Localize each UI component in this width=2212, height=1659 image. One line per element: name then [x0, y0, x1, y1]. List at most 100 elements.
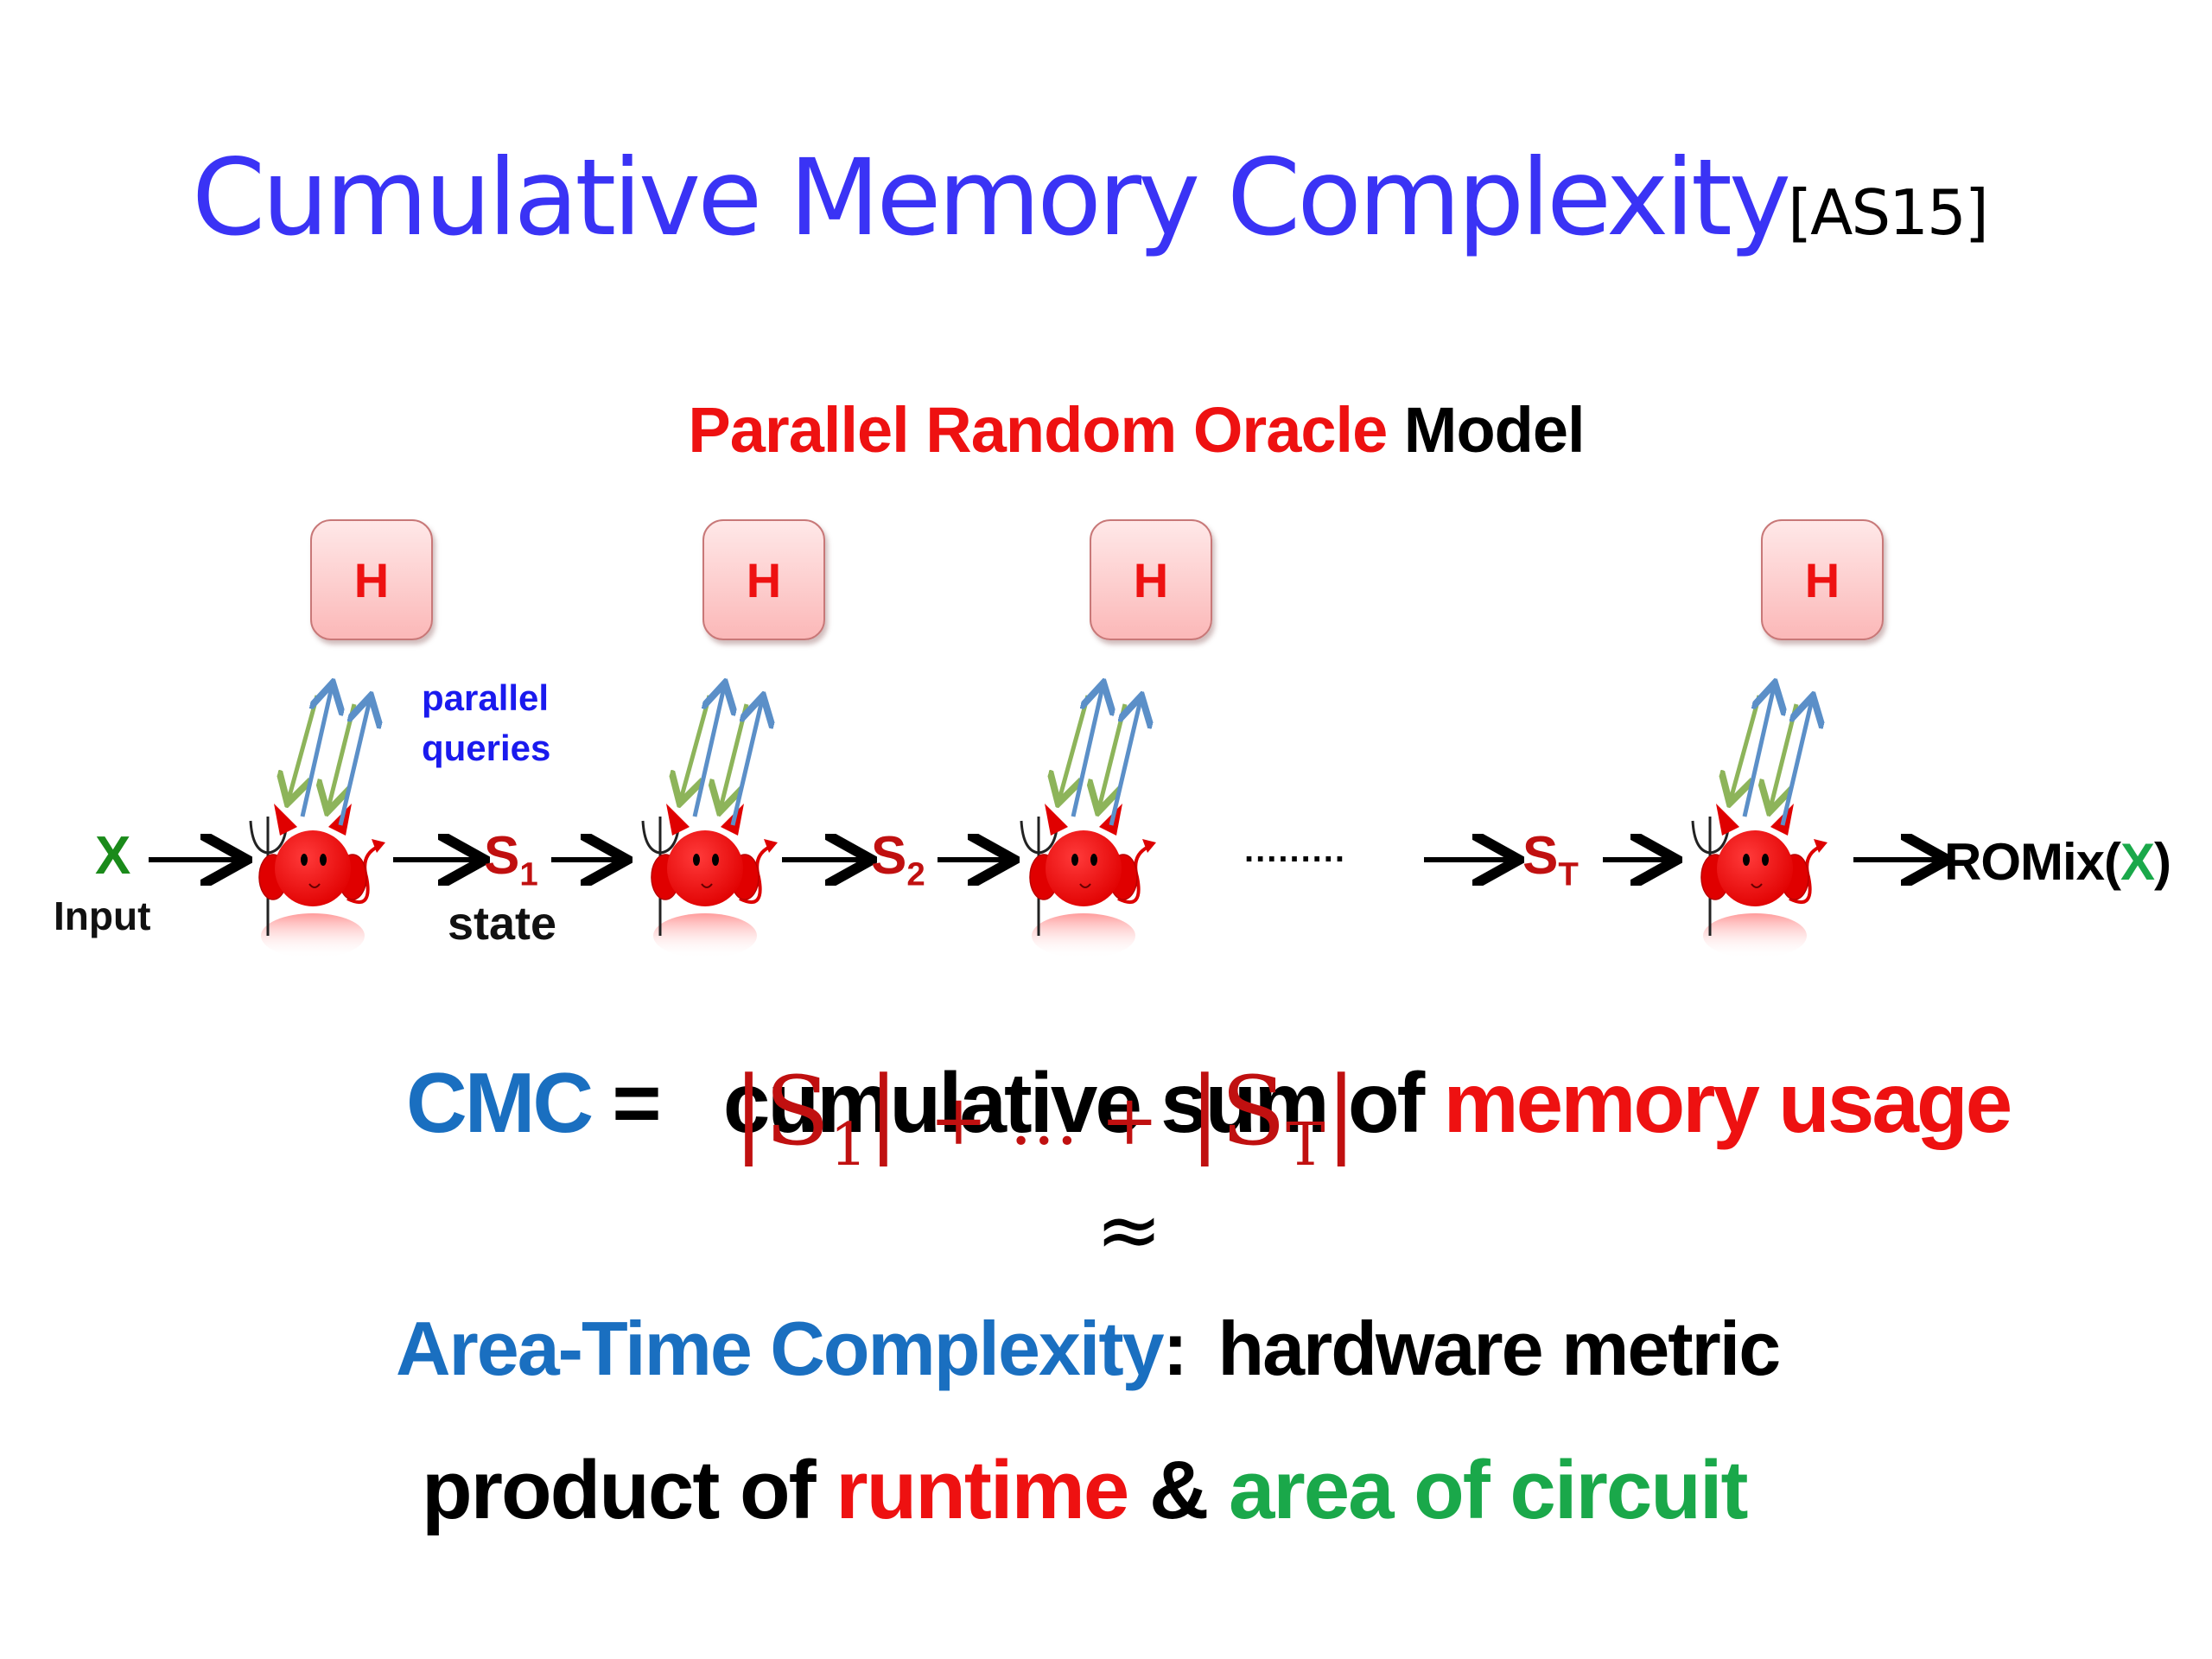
answer-arrow-down-icon: [1059, 695, 1090, 799]
slide-title: Cumulative Memory Complexity[AS15]: [192, 137, 1989, 259]
query-arrow-up-icon: [1109, 700, 1141, 826]
formula-sub-t: T: [1286, 1110, 1325, 1179]
state-sub: T: [1558, 855, 1579, 893]
cmc-formula-overlay: |S1| + … + |ST|: [733, 1056, 1357, 1179]
product-runtime: runtime: [836, 1444, 1129, 1536]
product-area: area of circuit: [1228, 1444, 1749, 1536]
cmc-memory-usage: memory usage: [1443, 1055, 2013, 1150]
input-label: Input: [54, 893, 151, 938]
devil-horn-left: [274, 804, 297, 836]
devil-adversary-icon: [1717, 830, 1793, 906]
model-subtitle: Parallel Random Oracle Model: [0, 393, 2212, 467]
devil-horn-left: [1716, 804, 1739, 836]
output-label: ROMix(X): [1944, 832, 2171, 892]
state-sub: 2: [906, 855, 925, 893]
output-prefix: ROMix(: [1944, 833, 2121, 891]
query-arrow-up-icon: [1780, 700, 1812, 826]
state-base: S: [871, 826, 907, 886]
area-time-text: hardware metric: [1217, 1306, 1781, 1391]
output-suffix: ): [2154, 833, 2171, 891]
pitchfork-prongs: [1691, 820, 1731, 855]
devil-eye: [693, 854, 700, 866]
devil-eye: [1071, 854, 1078, 866]
devil-tail-tip: [1814, 839, 1827, 853]
citation: [AS15]: [1788, 176, 1989, 249]
input-symbol: X: [95, 826, 131, 886]
formula-sub-1: 1: [830, 1110, 868, 1179]
devil-eye: [1090, 854, 1097, 866]
product-amp: &: [1148, 1444, 1209, 1536]
devil-eye: [712, 854, 719, 866]
pitchfork-prongs: [641, 820, 681, 855]
product-prefix: product of: [422, 1444, 817, 1536]
subtitle-black-part: Model: [1403, 394, 1586, 466]
state-s1: S1: [484, 825, 538, 893]
devil-smile: [308, 883, 321, 888]
subtitle-red-part: Parallel Random Oracle: [688, 394, 1388, 466]
query-arrow-up-icon: [338, 700, 370, 826]
formula-middle: + … +: [929, 1080, 1159, 1160]
parallel-label-line1: parallel: [422, 677, 550, 718]
state-base: S: [484, 826, 520, 886]
state-label: state: [448, 898, 557, 950]
answer-arrow-down-icon: [1770, 703, 1799, 808]
answer-arrow-down-icon: [328, 703, 357, 808]
approx-symbol: ≈: [1096, 1184, 1163, 1276]
answer-arrow-down-icon: [1099, 703, 1128, 808]
formula-abs-s1-open: |S: [733, 1056, 830, 1166]
devil-horn-left: [666, 804, 690, 836]
cmc-label: CMC: [406, 1055, 594, 1150]
devil-eye: [1762, 854, 1769, 866]
devil-adversary-icon: [667, 830, 743, 906]
devil-adversary-icon: [275, 830, 351, 906]
state-st: ST: [1522, 825, 1579, 893]
answer-arrow-down-icon: [681, 695, 712, 799]
cmc-equals: =: [612, 1055, 661, 1150]
pitchfork-prongs: [249, 820, 289, 855]
state-sub: 1: [519, 855, 538, 893]
cmc-text: cumulative sum of: [722, 1055, 1425, 1150]
query-arrow-up-icon: [1071, 687, 1103, 817]
title-text: Cumulative Memory Complexity: [192, 137, 1791, 259]
formula-abs-st-open: |S: [1188, 1056, 1287, 1166]
devil-eye: [1743, 854, 1750, 866]
cmc-definition: CMC = cumulative sum of memory usage: [406, 1054, 2013, 1152]
answer-arrow-down-icon: [289, 695, 320, 799]
oracle-box-2: H: [702, 519, 825, 640]
answer-arrow-down-icon: [1731, 695, 1762, 799]
pitchfork-prongs: [1020, 820, 1059, 855]
devil-eye: [320, 854, 327, 866]
devil-smile: [1079, 883, 1091, 888]
devil-reflection: [653, 913, 757, 958]
state-base: S: [1522, 826, 1559, 886]
oracle-box-1: H: [310, 519, 433, 640]
query-arrow-up-icon: [692, 687, 724, 817]
query-arrow-up-icon: [1742, 687, 1774, 817]
devil-tail-tip: [372, 839, 385, 853]
oracle-box-3: H: [1090, 519, 1212, 640]
query-arrow-up-icon: [730, 700, 762, 826]
formula-abs-s1-close: |: [867, 1056, 899, 1166]
devil-reflection: [261, 913, 365, 958]
query-arrow-up-icon: [300, 687, 332, 817]
devil-smile: [1751, 883, 1763, 888]
devil-tail-tip: [1142, 839, 1156, 853]
devil-horn-left: [1045, 804, 1068, 836]
oracle-label: H: [1804, 552, 1840, 607]
area-time-line: Area-Time Complexity: hardware metric: [396, 1305, 1781, 1393]
devil-adversary-icon: [1046, 830, 1122, 906]
devil-eye: [301, 854, 308, 866]
answer-arrow-down-icon: [721, 703, 749, 808]
devil-reflection: [1703, 913, 1807, 958]
ellipsis: .........: [1244, 831, 1347, 869]
state-s2: S2: [871, 825, 925, 893]
devil-reflection: [1032, 913, 1135, 958]
oracle-label: H: [353, 552, 390, 607]
oracle-label: H: [1133, 552, 1169, 607]
parallel-label-line2: queries: [422, 728, 551, 768]
area-time-label: Area-Time Complexity: [396, 1306, 1165, 1391]
product-line: product of runtime & area of circuit: [422, 1443, 1749, 1538]
output-var: X: [2120, 833, 2155, 891]
parallel-queries-label: parallel queries: [422, 673, 550, 773]
